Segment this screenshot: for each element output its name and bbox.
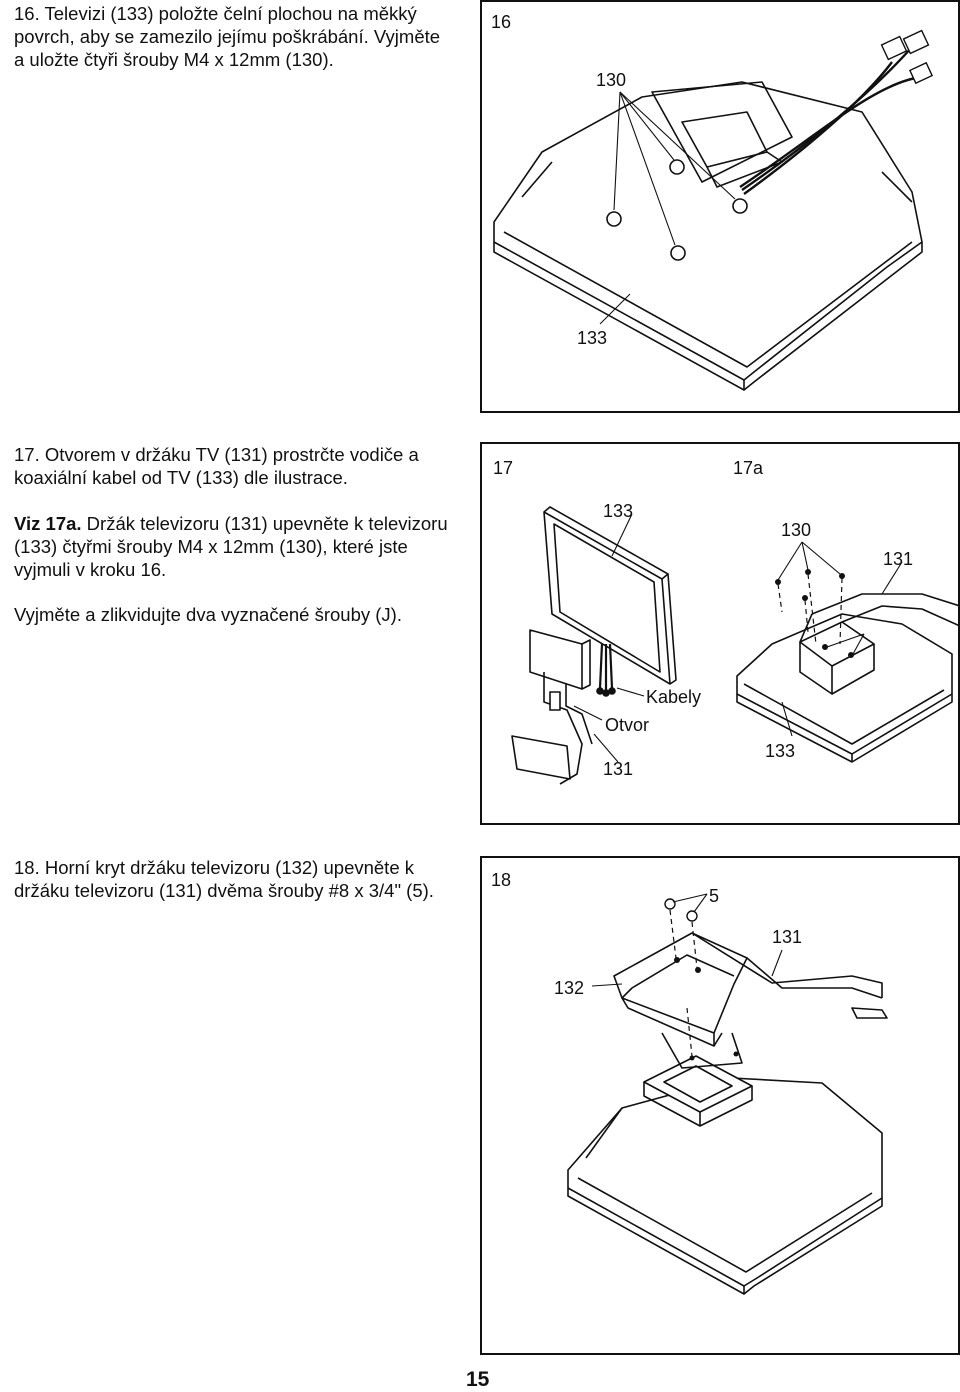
figure-17-number: 17 bbox=[493, 458, 514, 478]
figure-16-number: 16 bbox=[491, 12, 512, 32]
figure-18-label-bracket: 131 bbox=[772, 927, 803, 947]
step-16-text: 16. Televizi (133) položte čelní plochou… bbox=[14, 3, 441, 70]
step-17-remove-text: Vyjměte a zlikvidujte dva vyznačené šrou… bbox=[14, 604, 402, 625]
figure-17a-number: 17a bbox=[733, 458, 764, 478]
step-18-text: 18. Horní kryt držáku televizoru (132) u… bbox=[14, 857, 434, 901]
figure-17a-label-bracket: 131 bbox=[883, 549, 914, 569]
step-17-instruction: 17. Otvorem v držáku TV (131) prostrčte … bbox=[14, 443, 464, 626]
figure-18-number: 18 bbox=[491, 870, 512, 890]
figure-17-drawing bbox=[511, 506, 958, 785]
page-number: 15 bbox=[466, 1368, 490, 1391]
step-17-see-prefix: Viz 17a. bbox=[14, 513, 82, 534]
step-17-text: 17. Otvorem v držáku TV (131) prostrčte … bbox=[14, 444, 419, 488]
figure-17: 17 17a 133 Kabely Otvor 131 130 131 J 13… bbox=[480, 442, 960, 825]
step-17-see-text: Držák televizoru (131) upevněte k televi… bbox=[14, 513, 448, 580]
figure-16: 16 130 133 bbox=[480, 0, 960, 413]
figure-17-label-hole: Otvor bbox=[605, 715, 650, 735]
figure-17-label-bracket: 131 bbox=[603, 759, 634, 779]
figure-17-label-cables: Kabely bbox=[646, 687, 702, 707]
figure-16-label-screws: 130 bbox=[596, 70, 627, 90]
figure-18-label-screws: 5 bbox=[709, 886, 720, 906]
figure-16-label-tv: 133 bbox=[577, 328, 608, 348]
figure-17a-label-tv: 133 bbox=[765, 741, 796, 761]
step-17-see-paragraph: Viz 17a. Držák televizoru (131) upevněte… bbox=[14, 512, 464, 581]
step-16-instruction: 16. Televizi (133) položte čelní plochou… bbox=[14, 2, 454, 71]
figure-17a-label-screws: 130 bbox=[781, 520, 812, 540]
figure-18-label-cover: 132 bbox=[554, 978, 585, 998]
figure-17-label-tv: 133 bbox=[603, 501, 634, 521]
step-18-instruction: 18. Horní kryt držáku televizoru (132) u… bbox=[14, 856, 454, 902]
figure-18-drawing bbox=[567, 893, 888, 1295]
figure-18: 18 5 131 132 bbox=[480, 856, 960, 1355]
figure-16-drawing bbox=[493, 29, 934, 391]
